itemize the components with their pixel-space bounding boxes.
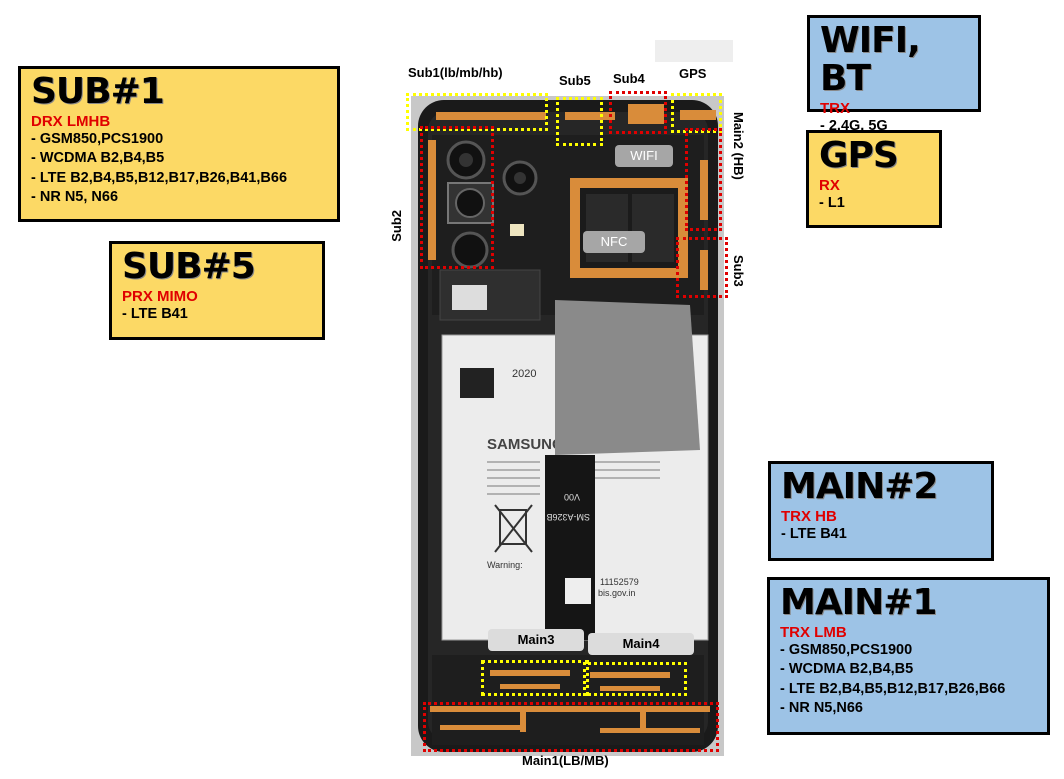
sub5-list: LTE B41 — [122, 305, 312, 325]
sub5-label: Sub5 — [559, 73, 591, 88]
main2-item: LTE B41 — [781, 525, 981, 545]
main1-label: Main1(LB/MB) — [522, 753, 609, 768]
main2-type: TRX HB — [781, 507, 837, 525]
gps-box: GPS RX L1 — [806, 130, 942, 228]
sub1-label: Sub1(lb/mb/hb) — [408, 65, 503, 80]
wifi-title: WIFI, BT — [820, 20, 921, 99]
flex-version: V00 — [564, 492, 580, 502]
main2-label: Main2 (HB) — [731, 112, 746, 180]
gps-region — [671, 93, 722, 133]
sub1-item: GSM850,PCS1900 — [31, 130, 327, 150]
main2-list: LTE B41 — [781, 525, 981, 545]
blank-tag — [655, 40, 733, 62]
gps-item: L1 — [819, 194, 929, 214]
main1-type: TRX LMB — [780, 623, 847, 641]
main3-region — [481, 660, 589, 696]
gray-tape — [555, 300, 700, 455]
main1-item: WCDMA B2,B4,B5 — [780, 660, 1037, 680]
wifi-box: WIFI, BT TRX 2.4G, 5G — [807, 15, 981, 134]
main1-item: LTE B2,B4,B5,B12,B17,B26,B66 — [780, 680, 1037, 700]
sub3-region — [676, 237, 728, 298]
gps-label: GPS — [679, 66, 707, 81]
sub3-label: Sub3 — [731, 255, 746, 287]
wifi-item: 2.4G, 5G — [820, 117, 968, 137]
sub2-region — [420, 126, 494, 269]
wifi-chip: WIFI — [615, 145, 673, 167]
antenna-traces-bottom — [430, 670, 710, 733]
main1-list: GSM850,PCS1900 WCDMA B2,B4,B5 LTE B2,B4,… — [780, 641, 1037, 719]
sub1-region — [406, 93, 548, 131]
sub1-type: DRX LMHB — [31, 112, 111, 130]
main2-box: MAIN#2 TRX HB LTE B41 — [768, 461, 994, 561]
battery-brand: SAMSUNG — [487, 436, 564, 453]
battery-website: bis.gov.in — [598, 588, 635, 598]
main1-title: MAIN#1 — [780, 582, 937, 623]
main1-box: MAIN#1 TRX LMB GSM850,PCS1900 WCDMA B2,B… — [767, 577, 1050, 735]
sub1-box: SUB#1 DRX LMHB GSM850,PCS1900 WCDMA B2,B… — [18, 66, 340, 222]
flex-qr — [565, 578, 591, 604]
gps-type: RX — [819, 176, 840, 194]
battery-warning: Warning: — [487, 560, 523, 570]
antenna-traces-top — [428, 104, 716, 290]
sub5-type: PRX MIMO — [122, 287, 198, 305]
main1-item: NR N5,N66 — [780, 699, 1037, 719]
sub5-box: SUB#5 PRX MIMO LTE B41 — [109, 241, 325, 340]
nfc-chip: NFC — [583, 231, 645, 253]
main1-region — [423, 702, 719, 752]
main1-item: GSM850,PCS1900 — [780, 641, 1037, 661]
gps-list: L1 — [819, 194, 929, 214]
main4-chip: Main4 — [588, 633, 694, 655]
sub5-title: SUB#5 — [122, 246, 256, 287]
gps-title: GPS — [819, 135, 899, 176]
recycle-bin-icon — [494, 504, 533, 553]
sub1-title: SUB#1 — [31, 71, 165, 112]
battery-year: 2020 — [512, 368, 536, 380]
battery-spec-lines — [487, 461, 660, 495]
sub5-item: LTE B41 — [122, 305, 312, 325]
wifi-type: TRX — [820, 99, 850, 117]
camera-module — [446, 140, 538, 269]
sub1-item: NR N5, N66 — [31, 188, 327, 208]
sub1-item: WCDMA B2,B4,B5 — [31, 149, 327, 169]
wifi-list: 2.4G, 5G — [820, 117, 968, 137]
sub2-label: Sub2 — [389, 210, 404, 242]
sub5-region — [556, 97, 603, 146]
flex-cable — [545, 455, 595, 640]
main4-region — [583, 662, 687, 696]
main2-region — [685, 128, 722, 231]
sub1-list: GSM850,PCS1900 WCDMA B2,B4,B5 LTE B2,B4,… — [31, 130, 327, 208]
main3-chip: Main3 — [488, 629, 584, 651]
sub4-region — [609, 91, 667, 134]
sub4-label: Sub4 — [613, 71, 645, 86]
main2-title: MAIN#2 — [781, 466, 938, 507]
flex-model: SM-A326B — [546, 512, 590, 522]
battery-serial: 11152579 — [600, 577, 639, 587]
sub1-item: LTE B2,B4,B5,B12,B17,B26,B41,B66 — [31, 169, 327, 189]
battery-qr — [460, 368, 494, 398]
